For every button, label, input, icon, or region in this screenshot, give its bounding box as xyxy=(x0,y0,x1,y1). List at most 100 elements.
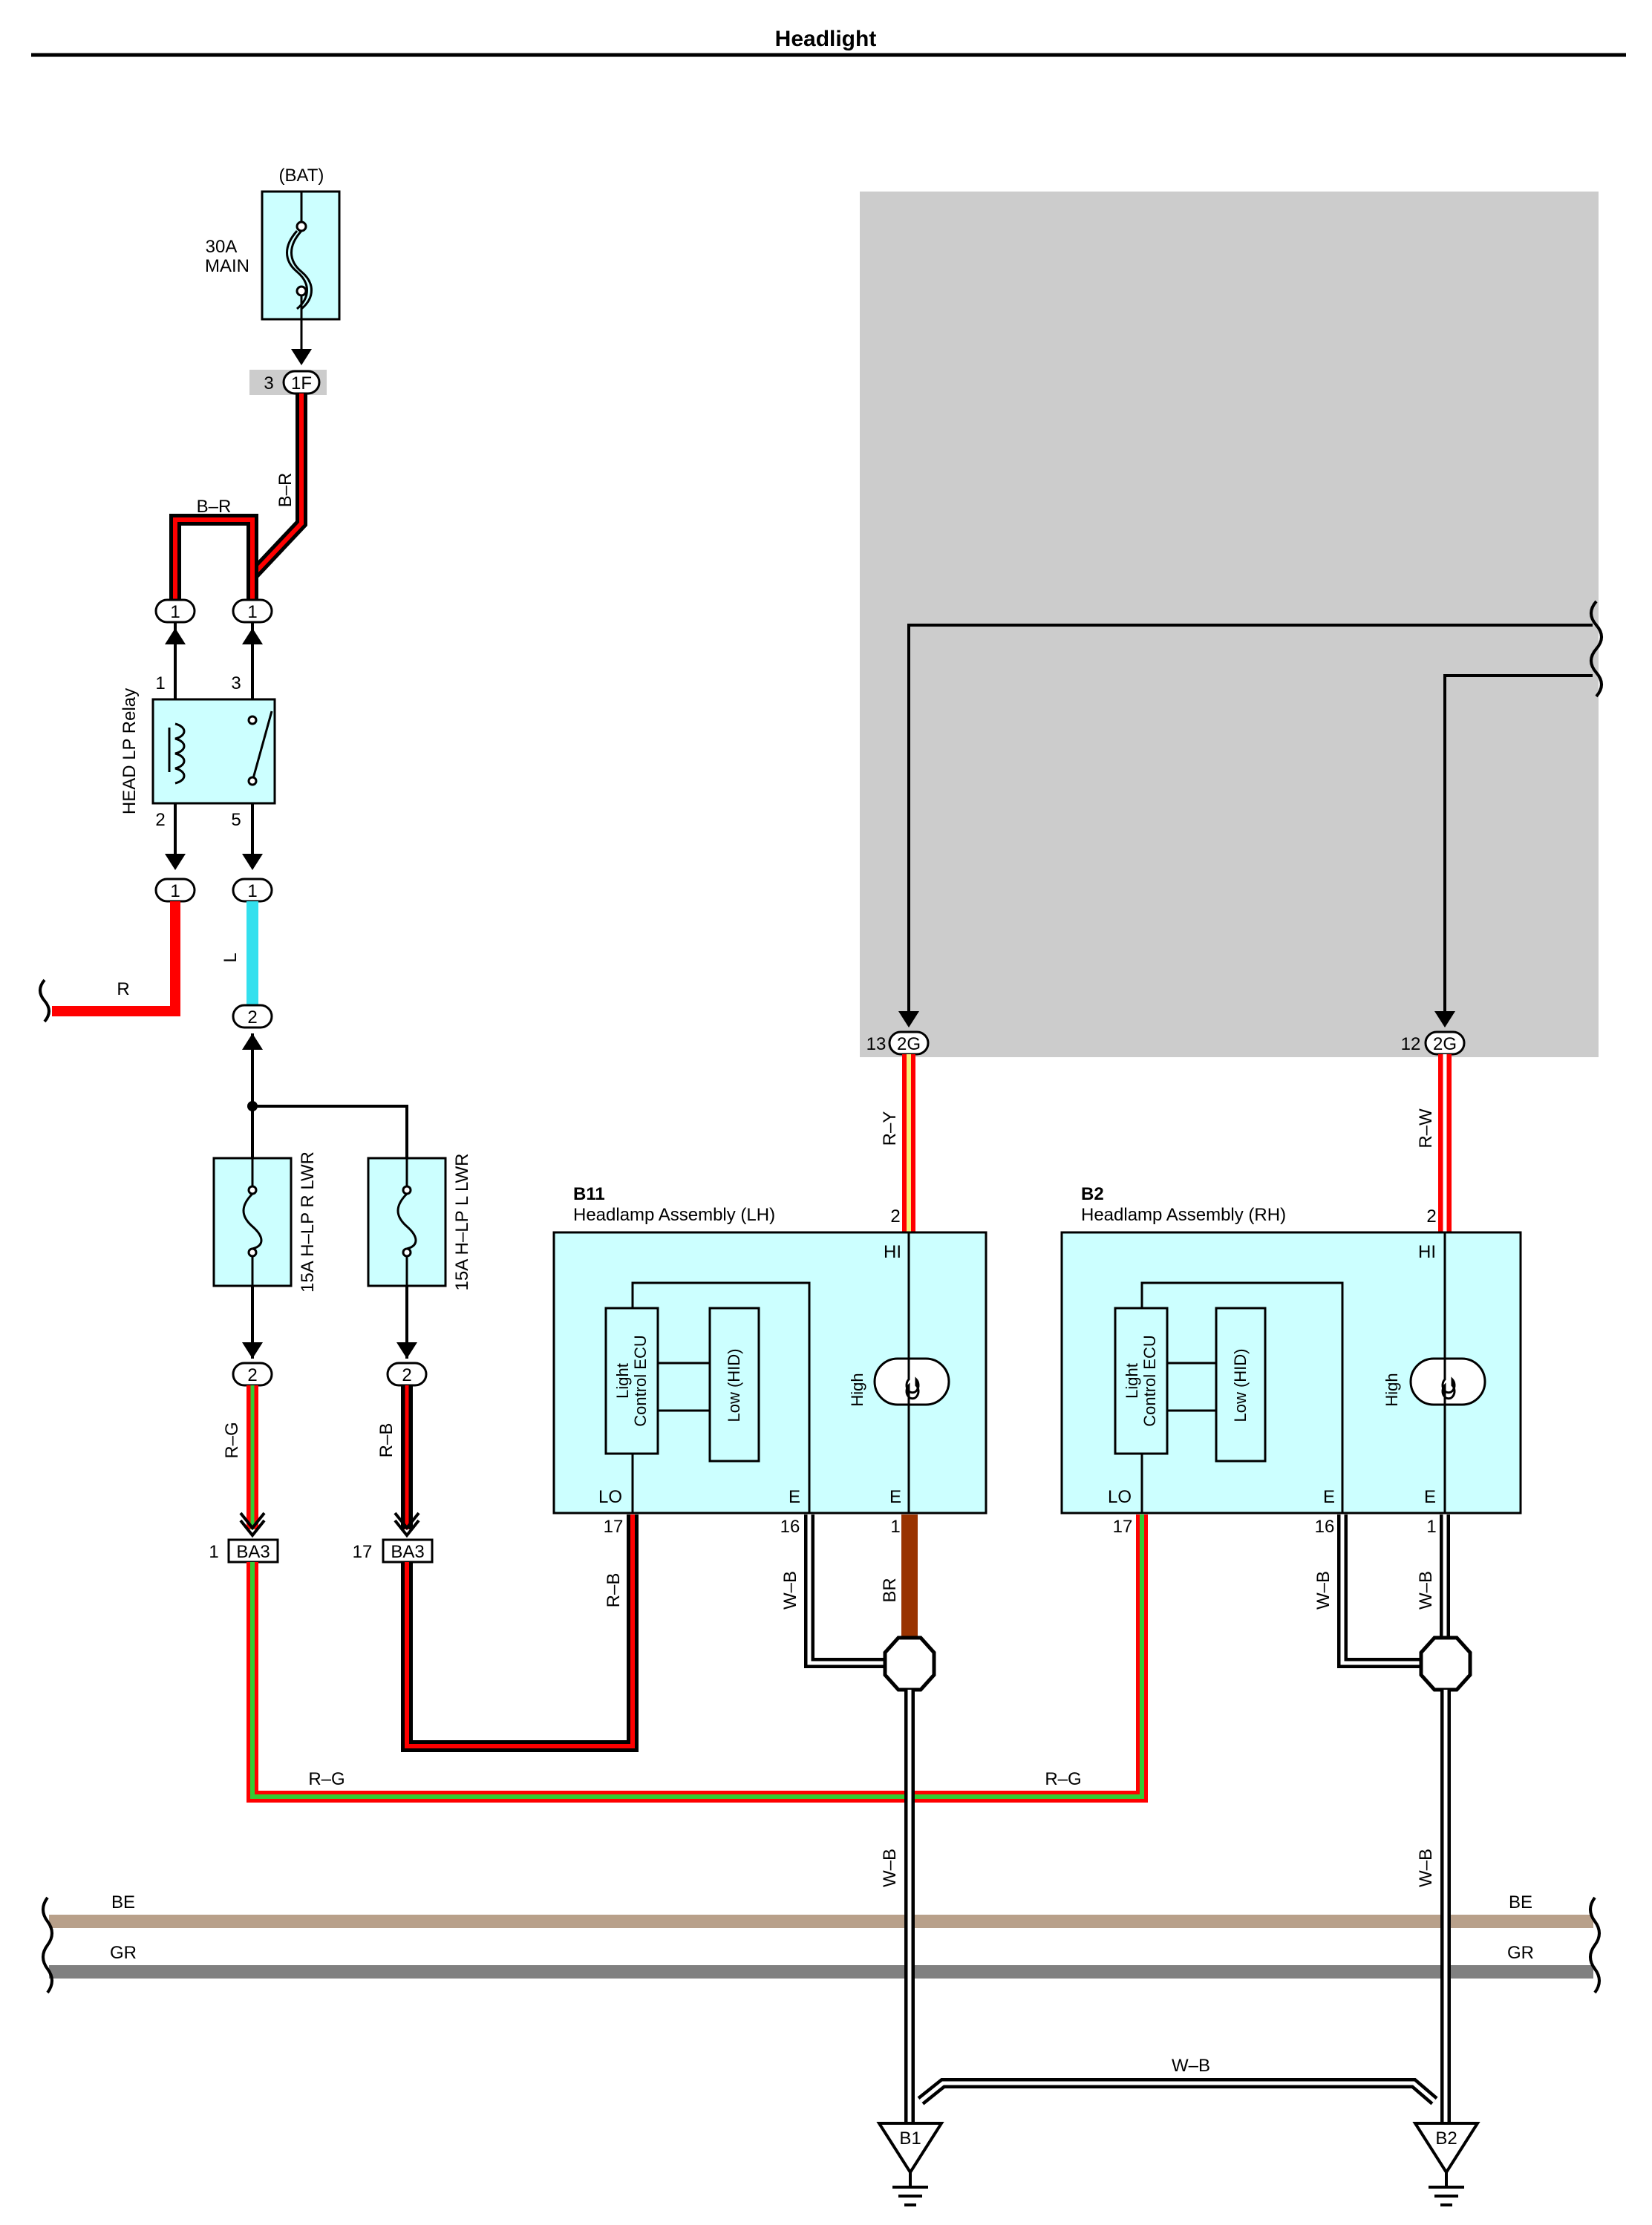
fuse-r-label: 15A H–LP R LWR xyxy=(298,1151,318,1293)
lamp-rh-e1-pin: 16 xyxy=(1315,1517,1335,1537)
wire-r-b-to-lh-lo xyxy=(401,1515,639,1752)
break-mark-right xyxy=(1589,1896,1601,1994)
wire-label-lh-br: BR xyxy=(880,1578,900,1602)
lamp-lh-high-bulb xyxy=(873,1357,950,1406)
lamp-lh-ecu-line1: Light xyxy=(613,1363,632,1399)
lamp-rh-internal-wires xyxy=(1140,1232,1446,1513)
wire-label-be-right: BE xyxy=(1509,1892,1532,1912)
lamp-lh-ecu xyxy=(604,1307,659,1455)
lamp-lh-low-hid xyxy=(708,1307,760,1463)
ground-b1-label: B1 xyxy=(899,2128,921,2149)
wire-label-gnd-wb-right: W–B xyxy=(1416,1849,1436,1887)
lamp-rh-e1: E xyxy=(1323,1487,1335,1507)
lamp-rh-hi: HI xyxy=(1418,1242,1436,1262)
arrow-relay-top-left xyxy=(165,628,186,644)
fuse-r-icon xyxy=(242,1158,263,1286)
lh-junction xyxy=(883,1636,936,1692)
wire-l xyxy=(247,901,258,1017)
wire-label-r: R xyxy=(117,979,129,999)
connector-2g-right-pin: 12 xyxy=(1401,1034,1421,1054)
arrow-relay-bottom-left xyxy=(165,854,186,870)
connector-1f-id: 1F xyxy=(291,373,312,393)
main-fuse-name: MAIN xyxy=(205,256,249,276)
connector-fuse-l-out-pin: 2 xyxy=(402,1365,411,1385)
lamp-rh-code: B2 xyxy=(1081,1184,1104,1204)
lamp-lh-lo-pin: 17 xyxy=(604,1517,624,1537)
wire-label-lh-lo-rb: R–B xyxy=(604,1573,624,1608)
wire-b-r-main xyxy=(169,393,307,610)
lamp-lh-lo: LO xyxy=(598,1487,622,1507)
rh-junction xyxy=(1419,1636,1472,1692)
lamp-rh-filament-icon xyxy=(1441,1356,1456,1408)
arrow-2g-right xyxy=(1434,1011,1455,1027)
lamp-rh-ecu xyxy=(1114,1307,1169,1455)
connector-fuse-r-out-pin: 2 xyxy=(247,1365,257,1385)
fuse-l-icon xyxy=(396,1158,417,1286)
wire-label-rh-e-wb2: W–B xyxy=(1416,1571,1436,1610)
lamp-lh-high: High xyxy=(848,1373,866,1406)
connector-ba3-right-pin: 17 xyxy=(353,1542,373,1562)
ground-b2-label: B2 xyxy=(1435,2128,1457,2149)
lamp-rh-low-hid xyxy=(1215,1307,1267,1463)
lamp-lh-low-text: Low (HID) xyxy=(725,1348,743,1422)
break-mark-left xyxy=(42,1896,53,1994)
wire-label-gnd-wb-left: W–B xyxy=(880,1849,900,1887)
wire-label-l: L xyxy=(221,953,241,962)
lamp-lh-filament-icon xyxy=(905,1356,920,1408)
bat-label: (BAT) xyxy=(279,166,324,186)
ground-b1-icon xyxy=(892,2172,928,2206)
wire-lh-br xyxy=(901,1515,918,1648)
wire-lh-e-wb xyxy=(804,1515,891,1668)
arrow-relay-bottom-right xyxy=(242,854,263,870)
lamp-rh-lo-pin: 17 xyxy=(1113,1517,1133,1537)
ground-b2-icon xyxy=(1429,2172,1464,2206)
connector-2g-left-pin: 13 xyxy=(866,1034,887,1054)
lamp-rh-e2-pin: 1 xyxy=(1426,1517,1436,1537)
lamp-lh-internal-wires xyxy=(631,1232,910,1513)
lamp-rh-ecu-line1: Light xyxy=(1123,1363,1141,1399)
relay-connector-top-left-pin: 1 xyxy=(170,602,180,622)
wire-label-gr-right: GR xyxy=(1507,1943,1534,1963)
wire-label-r-b-left: R–B xyxy=(376,1423,396,1458)
lamp-rh-name: Headlamp Assembly (RH) xyxy=(1081,1205,1286,1225)
lamp-rh-high: High xyxy=(1382,1373,1401,1406)
ground-b1-triangle xyxy=(876,2122,944,2175)
wire-label-r-g-left: R–G xyxy=(222,1422,242,1458)
lamp-lh-code: B11 xyxy=(573,1184,605,1204)
lamp-lh-e2: E xyxy=(889,1487,901,1507)
lamp-lh-ecu-line2: Control ECU xyxy=(631,1335,650,1426)
relay-pin3: 3 xyxy=(231,673,241,693)
fuse-out-wires xyxy=(251,1286,408,1359)
relay-connector-top-right-pin: 1 xyxy=(247,602,257,622)
relay-pin5: 5 xyxy=(231,810,241,830)
break-mark-r xyxy=(39,978,50,1023)
connector-ba3-left-id: BA3 xyxy=(236,1542,270,1562)
wire-label-r-y: R–Y xyxy=(880,1111,900,1146)
connector-after-l-pin: 2 xyxy=(247,1007,257,1027)
wire-label-r-w: R–W xyxy=(1416,1108,1436,1149)
arrow-ba3-left xyxy=(239,1512,266,1538)
relay-pin2: 2 xyxy=(155,810,165,830)
panel-control-wires xyxy=(907,624,1593,1017)
lamp-lh-e2-pin: 1 xyxy=(890,1517,900,1537)
relay-coil-icon xyxy=(168,722,186,785)
connector-2g-left-id: 2G xyxy=(897,1034,921,1054)
wire-label-lh-e-wb: W–B xyxy=(780,1571,800,1610)
arrow-fuse-r-out xyxy=(242,1342,263,1359)
wire-label-bottom-rg-right: R–G xyxy=(1045,1769,1081,1789)
wire-label-b-r-loop: B–R xyxy=(197,497,232,517)
wire-label-gnd-wb-bridge: W–B xyxy=(1172,2056,1210,2076)
relay-connector-bottom-right-pin: 1 xyxy=(247,881,257,901)
fuse-l-label: 15A H–LP L LWR xyxy=(452,1154,472,1291)
connector-after-l xyxy=(232,1004,273,1029)
connector-ba3-left-pin: 1 xyxy=(209,1542,218,1562)
ground-b2-triangle xyxy=(1412,2122,1480,2175)
fuse-feed-wires xyxy=(251,1033,408,1158)
wire-label-be-left: BE xyxy=(111,1892,135,1912)
wire-r-g-bottom xyxy=(247,1515,1148,1803)
wire-r xyxy=(52,901,180,1016)
lamp-rh-high-bulb xyxy=(1409,1357,1486,1406)
wire-gnd-wb-bridge xyxy=(917,2078,1438,2105)
panel-break-marks xyxy=(1590,600,1603,698)
